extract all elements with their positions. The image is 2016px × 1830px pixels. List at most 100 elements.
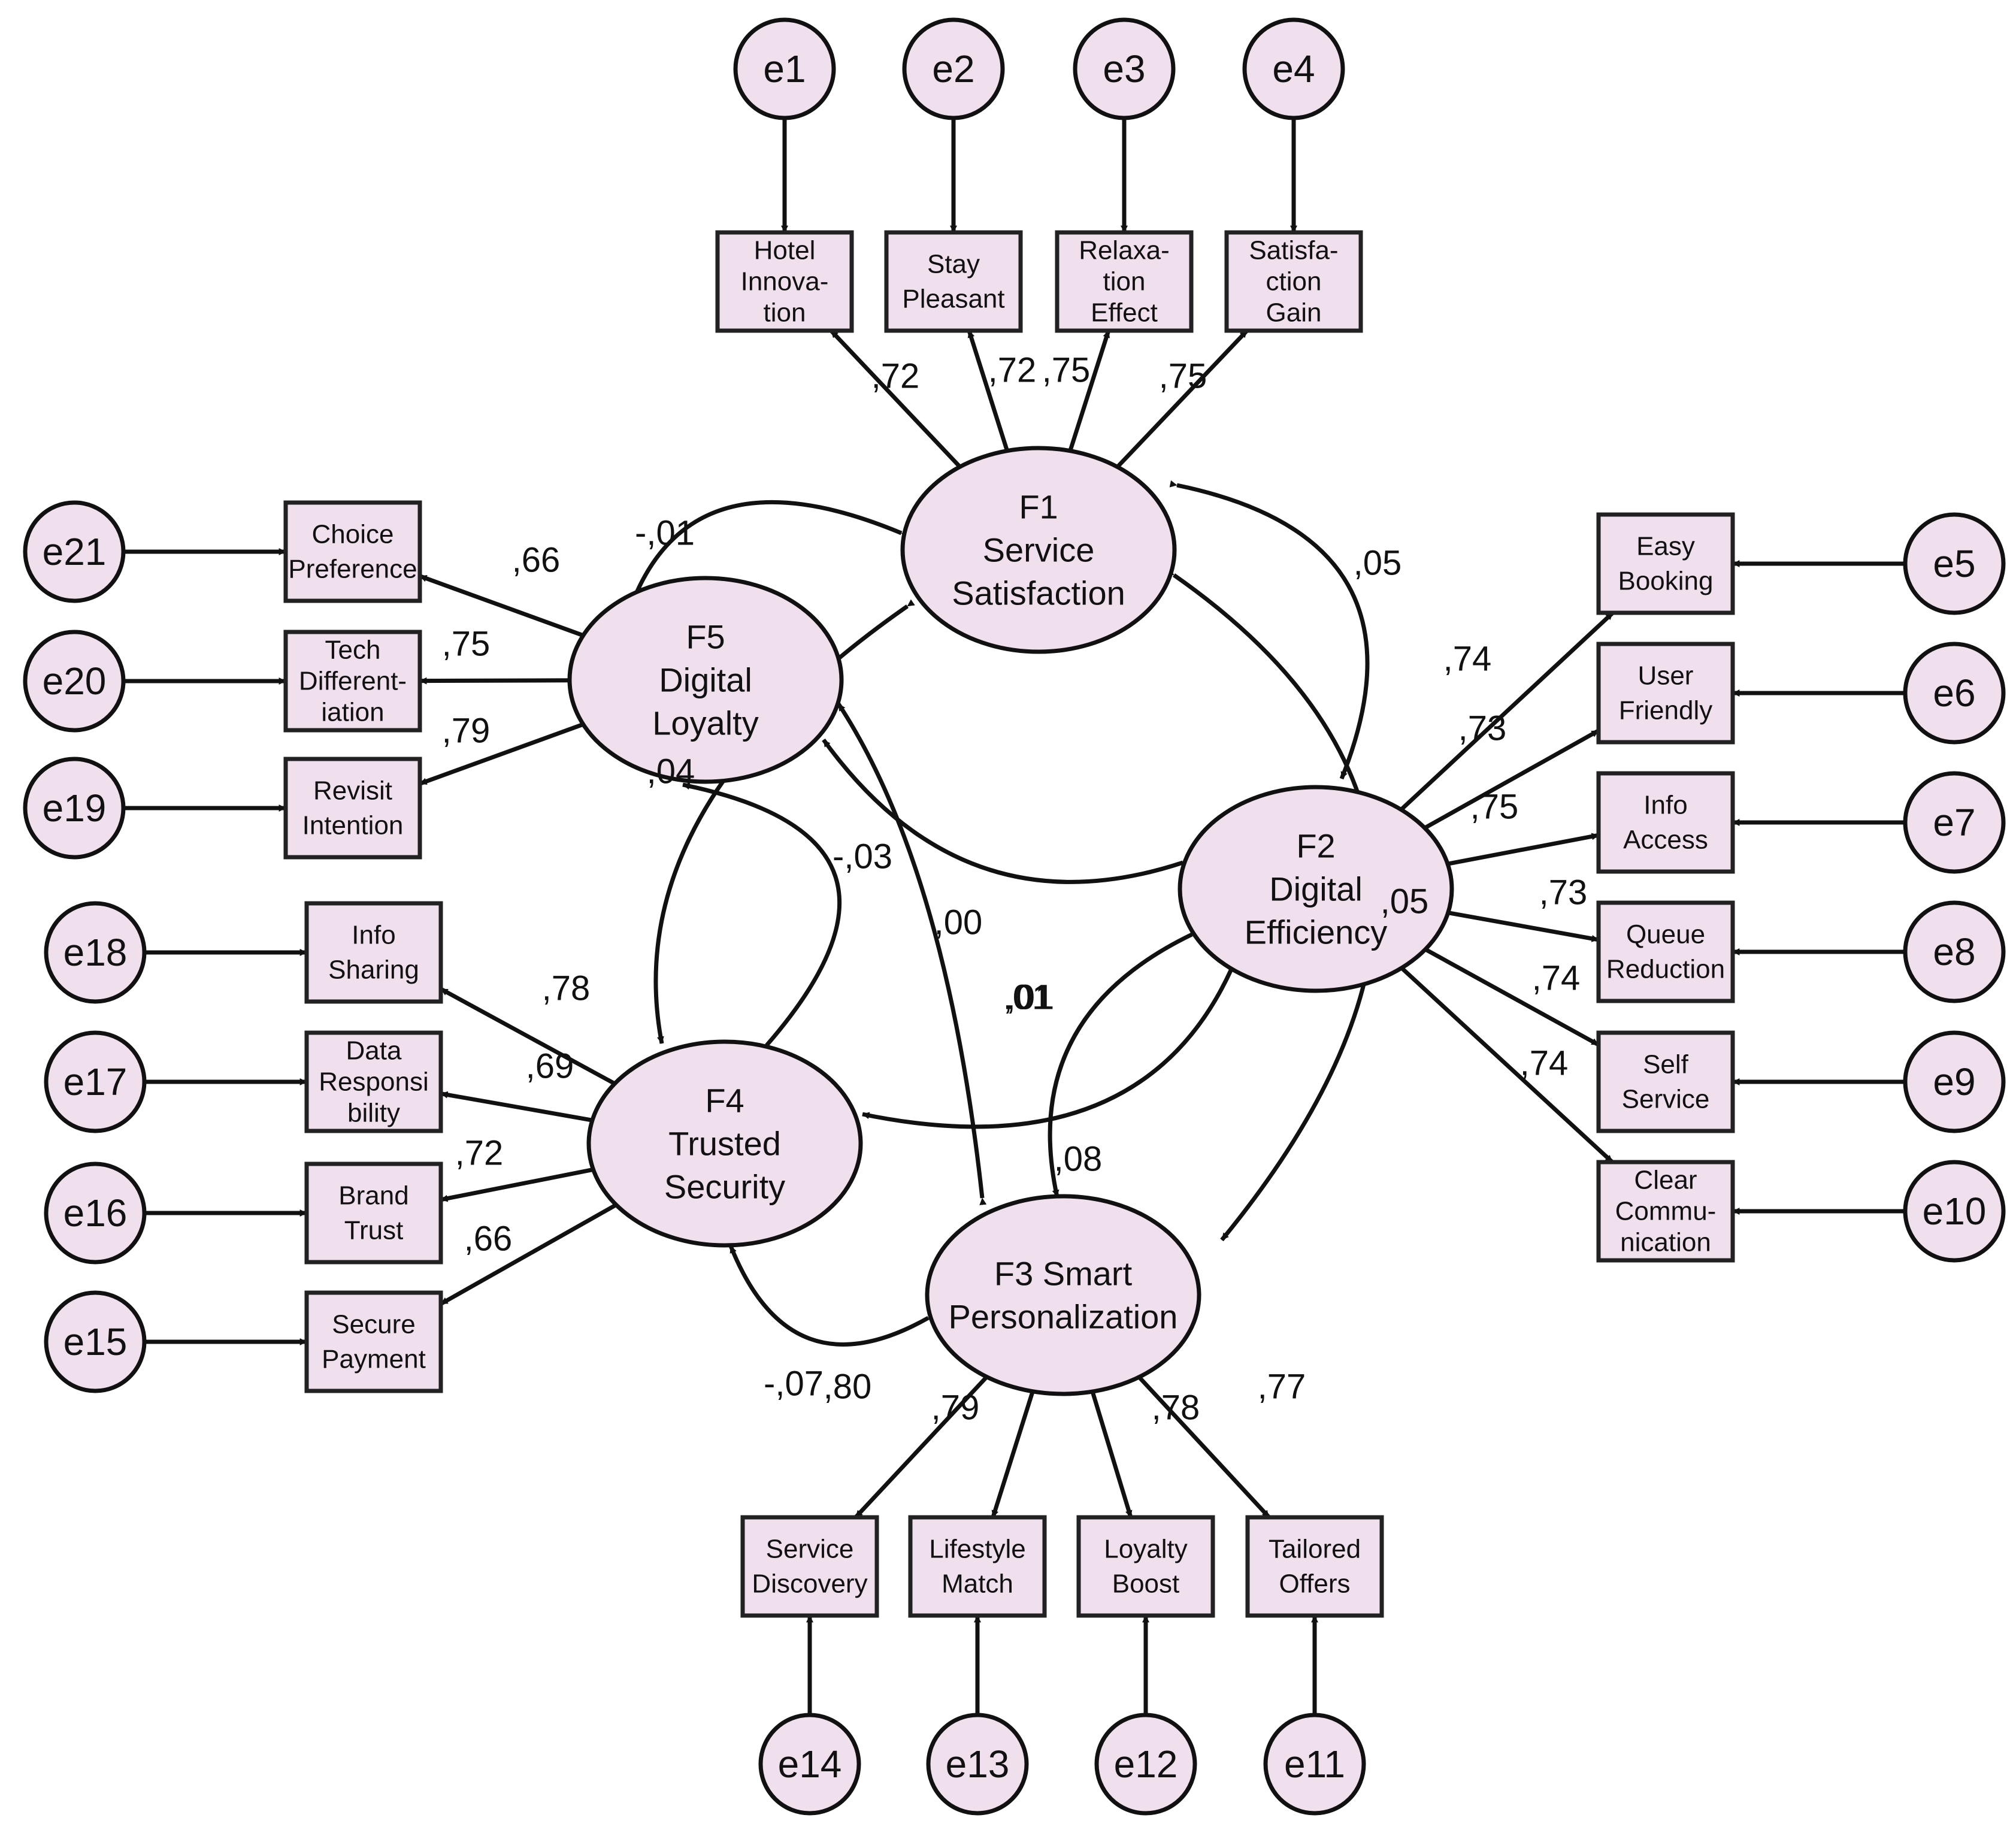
covariance-value: ,05 <box>1381 882 1429 921</box>
latent-label: Personalization <box>949 1298 1178 1336</box>
indicator-box-cp <box>283 500 422 603</box>
loading-value: ,73 <box>1539 873 1588 912</box>
indicator-box-ss <box>1596 1030 1735 1133</box>
indicator-label: Tech <box>325 636 381 665</box>
error-term-e19 <box>23 757 126 860</box>
loading-value: ,79 <box>931 1389 980 1427</box>
error-label: e1 <box>763 47 806 90</box>
error-label: e11 <box>1284 1743 1345 1786</box>
error-term-e18 <box>44 901 147 1004</box>
loading-arrow-td <box>419 677 570 685</box>
error-term-e21 <box>23 500 126 603</box>
loading-value: ,75 <box>442 625 491 664</box>
indicator-box-hi <box>715 230 854 333</box>
indicator-label: iation <box>321 698 384 727</box>
covariance-value: -,01 <box>635 514 695 553</box>
indicator-label: Info <box>1643 791 1687 820</box>
latent-label: Satisfaction <box>952 574 1125 612</box>
error-term-e8 <box>1903 900 2006 1003</box>
indicator-label: Intention <box>302 811 404 840</box>
error-term-e5 <box>1903 512 2006 615</box>
error-term-e20 <box>23 630 126 733</box>
indicator-box-to <box>1245 1515 1384 1618</box>
covariance-arrow-f3-f5 <box>837 703 987 1205</box>
indicator-box-sg <box>1224 230 1363 333</box>
loading-arrow-sd <box>854 1375 989 1519</box>
loading-value: ,75 <box>1042 351 1091 390</box>
latent-label: F2 <box>1296 827 1335 865</box>
loading-value: ,66 <box>464 1220 513 1259</box>
error-term-e15 <box>44 1290 147 1393</box>
error-label: e6 <box>1933 671 1975 715</box>
indicator-box-cc <box>1596 1160 1735 1263</box>
error-label: e19 <box>43 787 107 830</box>
indicator-label: Hotel <box>754 236 816 265</box>
latent-label: Efficiency <box>1245 914 1388 951</box>
indicator-label: Sharing <box>328 955 419 985</box>
latent-label: Digital <box>659 661 752 699</box>
node-layer <box>23 17 2006 1816</box>
indicator-box-bt <box>304 1161 443 1265</box>
covariance-value: ,01 <box>1003 978 1052 1017</box>
covariance-arrow-f3-f4 <box>728 1245 936 1347</box>
error-term-e11 <box>1263 1713 1366 1816</box>
indicator-label: Different- <box>299 667 407 696</box>
loading-arrow-ia <box>1447 833 1599 866</box>
indicator-label: tion <box>764 298 806 328</box>
loading-arrow-dr <box>440 1091 593 1123</box>
indicator-box-lm <box>908 1515 1047 1618</box>
indicator-label: Queue <box>1626 920 1705 949</box>
latent-label: F5 <box>686 618 725 656</box>
error-label: e12 <box>1114 1743 1178 1786</box>
loading-value: ,69 <box>526 1047 574 1086</box>
loading-arrow-sg <box>1116 329 1249 468</box>
indicator-box-td <box>283 630 422 733</box>
covariance-value: ,08 <box>1054 1140 1103 1179</box>
loading-arrow-lb <box>1090 1391 1133 1519</box>
loading-value: ,72 <box>455 1134 504 1173</box>
indicator-box-sd <box>740 1515 879 1618</box>
indicator-label: Friendly <box>1619 696 1713 725</box>
indicator-label: tion <box>1103 267 1146 297</box>
loading-arrow-qr <box>1448 911 1599 942</box>
loading-arrow-lm <box>991 1390 1035 1519</box>
indicator-label: Tailored <box>1269 1535 1361 1564</box>
indicator-label: Access <box>1623 825 1708 855</box>
indicator-box-sp <box>884 230 1023 333</box>
indicator-label: Brand <box>338 1181 408 1211</box>
error-term-e12 <box>1094 1713 1197 1816</box>
latent-label: Service <box>983 531 1095 569</box>
indicator-label: Pleasant <box>902 285 1004 314</box>
indicator-label: Commu- <box>1615 1197 1717 1226</box>
indicator-label: Trust <box>344 1216 404 1245</box>
covariance-value: ,01 <box>1006 978 1055 1017</box>
error-term-e10 <box>1903 1160 2006 1263</box>
latent-label: Loyalty <box>652 704 758 742</box>
indicator-label: Responsi <box>319 1067 428 1097</box>
indicator-box-lb <box>1076 1515 1215 1618</box>
indicator-label: Clear <box>1634 1166 1697 1195</box>
indicator-label: Relaxa- <box>1079 236 1170 265</box>
indicator-box-re <box>1055 230 1194 333</box>
indicator-label: Revisit <box>313 776 392 806</box>
indicator-box-eb <box>1596 512 1735 615</box>
error-label: e14 <box>778 1743 842 1786</box>
covariance-value: -,07 <box>764 1365 824 1403</box>
error-label: e15 <box>63 1320 128 1363</box>
loading-arrow-is <box>440 987 616 1086</box>
loading-value: ,72 <box>988 351 1037 390</box>
error-label: e7 <box>1933 801 1975 844</box>
indicator-label: Effect <box>1091 298 1158 328</box>
loading-arrow-cp <box>419 574 584 638</box>
loading-value: ,73 <box>1458 709 1507 748</box>
error-term-e17 <box>44 1030 147 1133</box>
covariance-value: ,04 <box>647 752 695 791</box>
covariance-value: -,03 <box>833 837 892 876</box>
loading-value: ,74 <box>1443 640 1492 679</box>
error-term-e16 <box>44 1161 147 1265</box>
indicator-box-dr <box>304 1030 443 1133</box>
error-label: e2 <box>932 47 974 90</box>
error-term-e14 <box>758 1713 861 1816</box>
indicator-label: Offers <box>1279 1569 1350 1599</box>
